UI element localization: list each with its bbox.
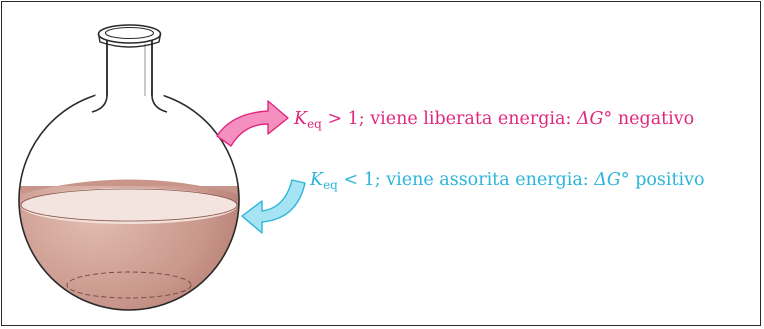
delta-g-symbol: ΔG° bbox=[594, 170, 630, 190]
flask-rim bbox=[97, 24, 162, 48]
label-negative-delta-g: Keq > 1; viene liberata energia: ΔG° neg… bbox=[294, 109, 695, 131]
delta-g-symbol: ΔG° bbox=[576, 109, 613, 129]
label-relation: > 1; viene liberata energia: bbox=[321, 109, 577, 129]
outgoing-arrow bbox=[216, 100, 289, 147]
flask-neck bbox=[91, 40, 168, 113]
flask-base-ellipse bbox=[66, 271, 192, 299]
k-subscript: eq bbox=[307, 117, 322, 131]
label-positive-delta-g: Keq < 1; viene assorita energia: ΔG° pos… bbox=[310, 170, 705, 192]
k-subscript: eq bbox=[323, 178, 338, 192]
k-symbol: K bbox=[294, 109, 308, 129]
label-sign-word: positivo bbox=[629, 170, 705, 190]
incoming-arrow bbox=[241, 179, 306, 234]
label-relation: < 1; viene assorita energia: bbox=[337, 170, 595, 190]
label-sign-word: negativo bbox=[612, 109, 695, 129]
k-symbol: K bbox=[310, 170, 324, 190]
